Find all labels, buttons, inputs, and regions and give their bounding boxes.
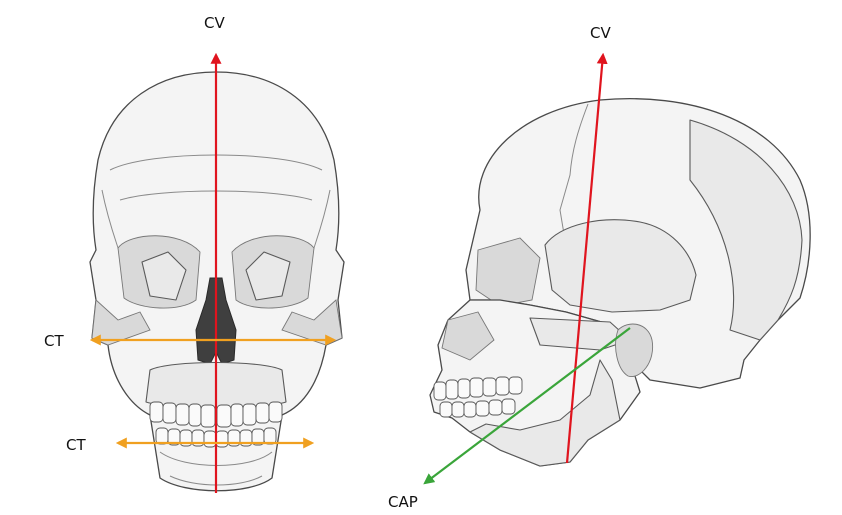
label-front-lower-transverse: CT (66, 436, 86, 454)
side-skull (430, 99, 810, 466)
label-front-vertical: CV (204, 14, 225, 32)
label-side-anteroposterior: CAP (388, 493, 418, 511)
label-front-upper-transverse: CT (44, 332, 64, 350)
label-side-vertical: CV (590, 24, 611, 42)
